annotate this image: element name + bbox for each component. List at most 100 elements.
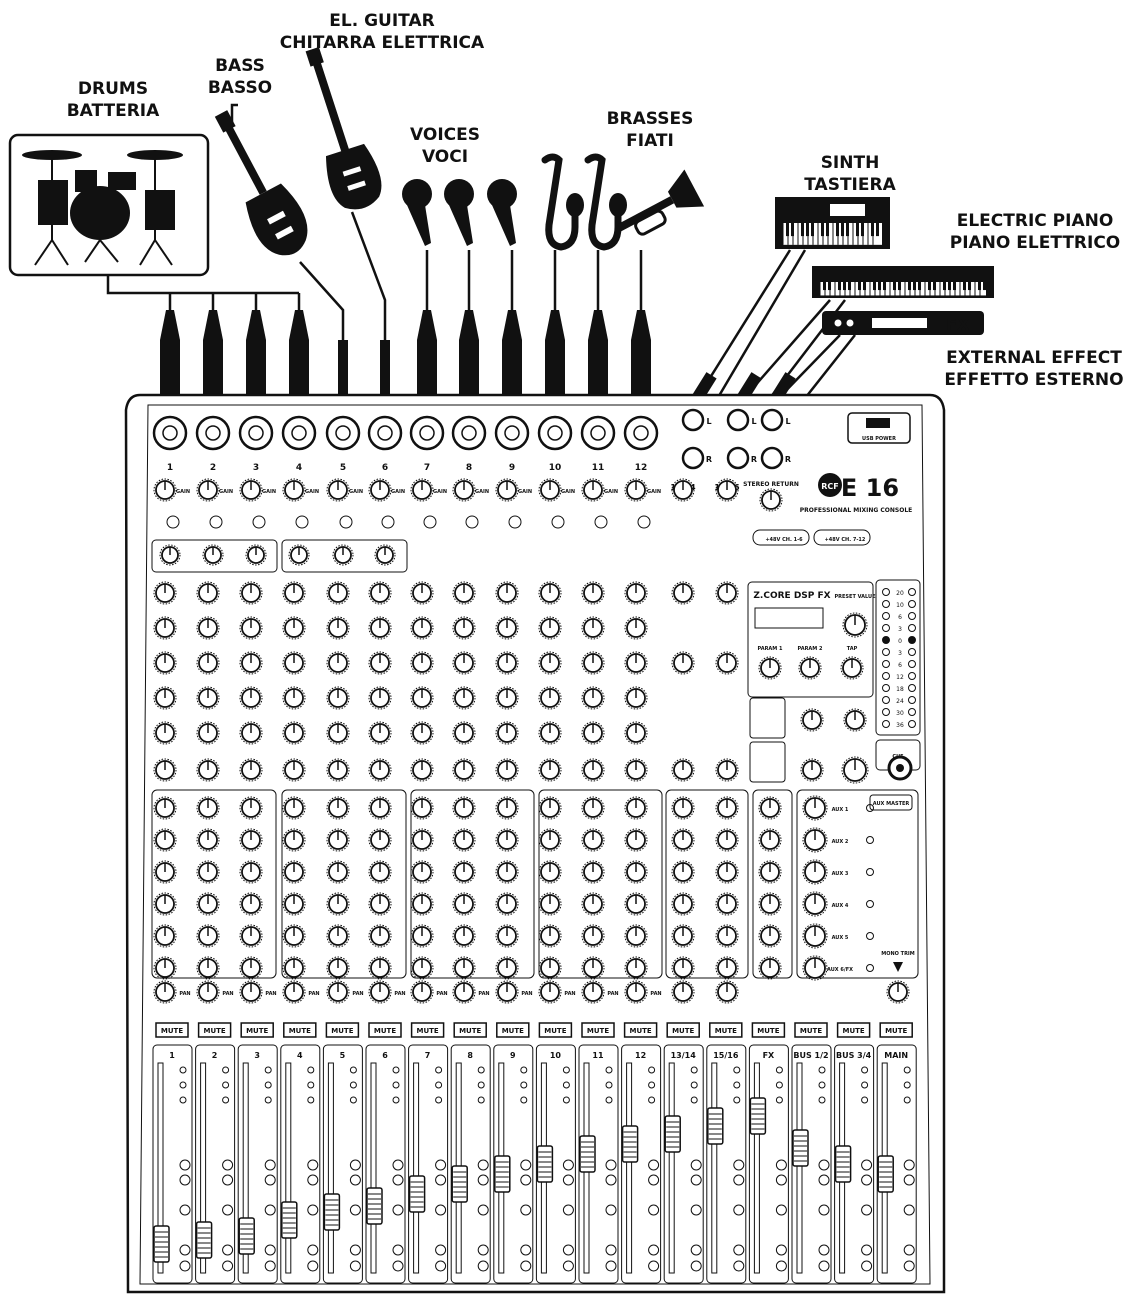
mute-button-15[interactable]: MUTE: [752, 1023, 784, 1037]
fader-cap-4[interactable]: [282, 1202, 297, 1238]
external-fx-unit-icon: FX: [822, 311, 984, 335]
mute-button-7[interactable]: MUTE: [412, 1023, 444, 1037]
mute-button-1[interactable]: MUTE: [156, 1023, 188, 1037]
channel-number-2: 2: [210, 463, 216, 473]
ch8-pan-label: PAN: [478, 991, 489, 997]
mute-button-16[interactable]: MUTE: [795, 1023, 827, 1037]
fader-track-4: [286, 1063, 291, 1273]
strip8-button-0: [478, 1160, 488, 1170]
mute-button-18[interactable]: MUTE: [880, 1023, 912, 1037]
fader-cap-17[interactable]: [836, 1146, 851, 1182]
channel-number-4: 4: [296, 463, 302, 473]
strip16-led-0: [819, 1067, 825, 1073]
strip-label-8: 8: [467, 1051, 473, 1060]
stereo-return-label: STEREO RETURN: [743, 481, 799, 488]
fader-cap-10[interactable]: [537, 1146, 552, 1182]
strip6-led-2: [393, 1097, 399, 1103]
strip17-button-0: [862, 1160, 872, 1170]
fader-cap-7[interactable]: [410, 1176, 425, 1212]
strip12-led-1: [649, 1082, 655, 1088]
fader-cap-3[interactable]: [239, 1218, 254, 1254]
mute-button-5[interactable]: MUTE: [326, 1023, 358, 1037]
strip12-button-4: [649, 1261, 659, 1271]
fader-cap-13[interactable]: [665, 1116, 680, 1152]
svg-text:MUTE: MUTE: [161, 1027, 183, 1035]
ch11-lowcut-button: [595, 516, 607, 528]
strip10-led-1: [563, 1082, 569, 1088]
strip10-button-0: [563, 1160, 573, 1170]
ch5-gain-label: GAIN: [349, 489, 363, 495]
mute-button-9[interactable]: MUTE: [497, 1023, 529, 1037]
strip3-button-2: [265, 1205, 275, 1215]
fader-cap-5[interactable]: [324, 1194, 339, 1230]
meter-led-8: [883, 685, 890, 692]
strip18-button-0: [904, 1160, 914, 1170]
strip15-button-0: [776, 1160, 786, 1170]
strip12-button-3: [649, 1245, 659, 1255]
strip12-button-0: [649, 1160, 659, 1170]
fader-cap-9[interactable]: [495, 1156, 510, 1192]
meter-scale-9: 24: [896, 698, 904, 705]
stereo-input-socket-3R: [762, 448, 782, 468]
fader-track-14: [712, 1063, 717, 1273]
ch7-gain-label: GAIN: [433, 489, 447, 495]
phantom-label-1: +48V CH. 1-6: [765, 537, 803, 543]
strip-label-10: 10: [550, 1051, 562, 1060]
mute-button-10[interactable]: MUTE: [539, 1023, 571, 1037]
svg-text:MUTE: MUTE: [203, 1027, 225, 1035]
ch1-gain-label: GAIN: [176, 489, 190, 495]
fader-cap-2[interactable]: [197, 1222, 212, 1258]
strip13-button-0: [691, 1160, 701, 1170]
strip15-button-2: [776, 1205, 786, 1215]
aux-label-3: AUX 3: [832, 871, 849, 877]
phantom-label-2: +48V CH. 7-12: [825, 537, 866, 543]
ch9-lowcut-button: [509, 516, 521, 528]
ch4-gain-label: GAIN: [305, 489, 319, 495]
stereo-input-socket-3L: [762, 410, 782, 430]
strip-label-11: 11: [592, 1051, 604, 1060]
meter-scale-4: 0: [898, 638, 902, 645]
mute-button-8[interactable]: MUTE: [454, 1023, 486, 1037]
mute-button-12[interactable]: MUTE: [625, 1023, 657, 1037]
strip6-button-4: [393, 1261, 403, 1271]
strip3-led-1: [265, 1082, 271, 1088]
meter-led-2: [883, 613, 890, 620]
dsp-display: [755, 608, 823, 628]
fader-cap-1[interactable]: [154, 1226, 169, 1262]
mute-button-17[interactable]: MUTE: [838, 1023, 870, 1037]
strip1-led-0: [180, 1067, 186, 1073]
fader-cap-6[interactable]: [367, 1188, 382, 1224]
ch10-lowcut-button: [552, 516, 564, 528]
strip18-button-1: [904, 1175, 914, 1185]
mute-button-3[interactable]: MUTE: [241, 1023, 273, 1037]
mute-button-4[interactable]: MUTE: [284, 1023, 316, 1037]
mute-button-6[interactable]: MUTE: [369, 1023, 401, 1037]
strip12-led-2: [649, 1097, 655, 1103]
fader-cap-15[interactable]: [750, 1098, 765, 1134]
fader-cap-18[interactable]: [878, 1156, 893, 1192]
svg-text:MUTE: MUTE: [374, 1027, 396, 1035]
strip7-button-3: [436, 1245, 446, 1255]
fader-track-16: [797, 1063, 802, 1273]
mute-button-14[interactable]: MUTE: [710, 1023, 742, 1037]
fader-cap-12[interactable]: [623, 1126, 638, 1162]
strip5-button-2: [350, 1205, 360, 1215]
voices-label: VOICESVOCI: [395, 124, 495, 168]
fader-cap-16[interactable]: [793, 1130, 808, 1166]
mute-button-11[interactable]: MUTE: [582, 1023, 614, 1037]
meter-scale-10: 30: [896, 710, 904, 717]
strip14-led-1: [734, 1082, 740, 1088]
drum-kit-icon: [10, 135, 208, 275]
fader-cap-8[interactable]: [452, 1166, 467, 1202]
ch6-lowcut-button: [382, 516, 394, 528]
strip14-button-0: [734, 1160, 744, 1170]
strip7-led-2: [436, 1097, 442, 1103]
strip10-led-2: [563, 1097, 569, 1103]
fader-cap-11[interactable]: [580, 1136, 595, 1172]
fader-cap-14[interactable]: [708, 1108, 723, 1144]
meter-led-5: [883, 649, 890, 656]
mute-button-13[interactable]: MUTE: [667, 1023, 699, 1037]
svg-text:MUTE: MUTE: [800, 1027, 822, 1035]
mute-button-2[interactable]: MUTE: [199, 1023, 231, 1037]
strip12-button-2: [649, 1205, 659, 1215]
